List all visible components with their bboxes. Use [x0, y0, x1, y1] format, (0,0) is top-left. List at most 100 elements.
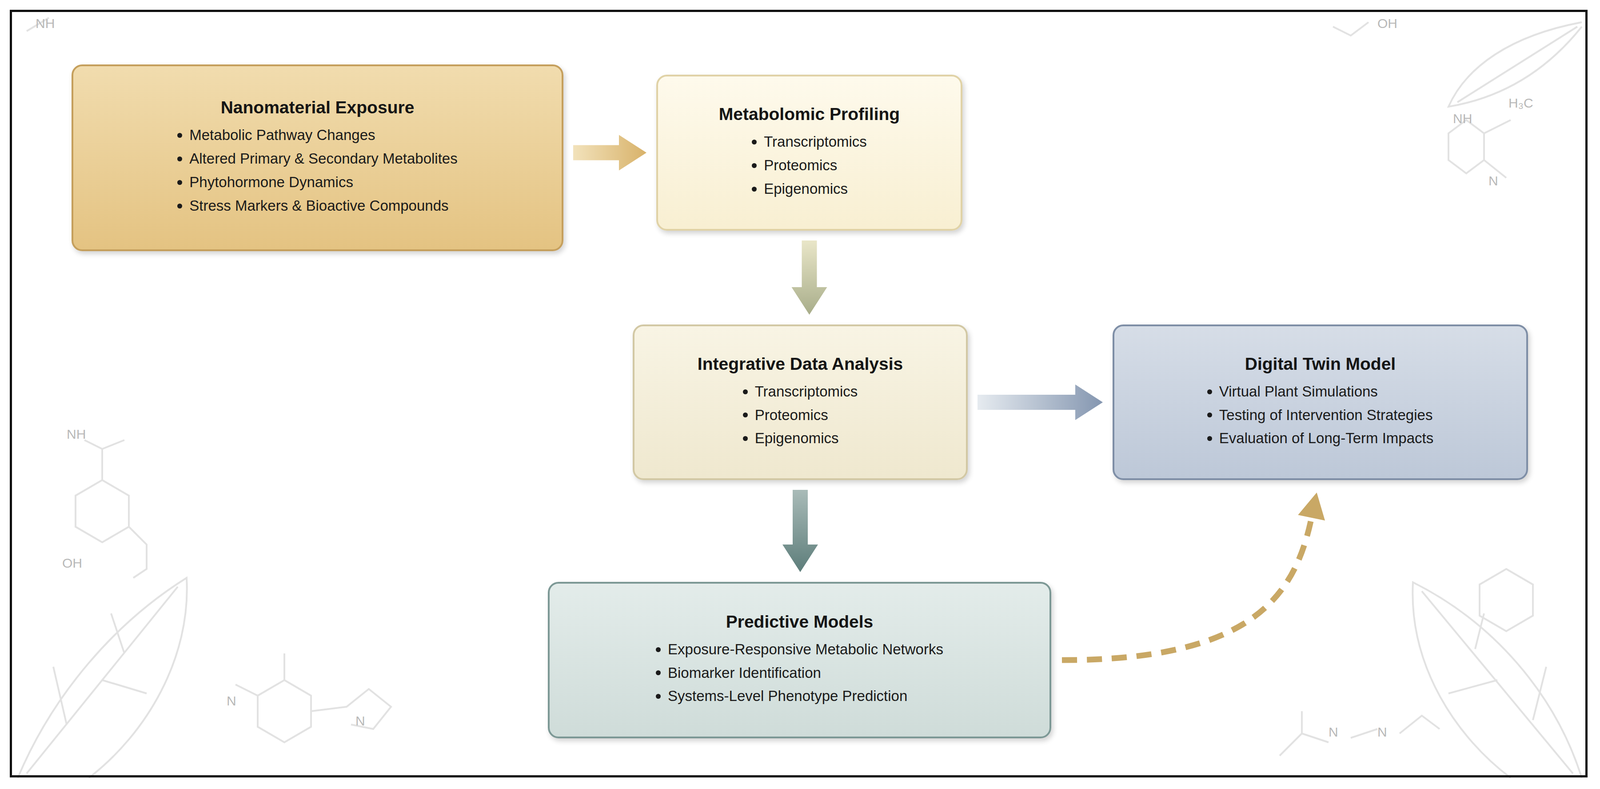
- bullet-text: Epigenomics: [754, 428, 839, 448]
- leaf-veins: [1421, 590, 1573, 774]
- flow-arrow: [791, 240, 828, 315]
- leaf-outline: [1448, 22, 1582, 107]
- bullet-row: Proteomics: [751, 155, 838, 176]
- bullet-list: Virtual Plant SimulationsTesting of Inte…: [1207, 379, 1434, 451]
- process-box: Integrative Data AnalysisTranscriptomics…: [632, 324, 968, 480]
- arrow-shape: [782, 489, 818, 572]
- molecule-bonds: [1279, 710, 1440, 756]
- bullet-text: Transcriptomics: [763, 132, 867, 152]
- bullet-dot: [177, 156, 183, 162]
- arrow-shape: [791, 240, 828, 315]
- bullet-dot: [742, 389, 748, 395]
- bullet-row: Epigenomics: [751, 179, 848, 199]
- bullet-row: Proteomics: [742, 405, 829, 425]
- arrow-shape: [977, 384, 1103, 420]
- bullet-row: Altered Primary & Secondary Metabolites: [177, 149, 458, 169]
- bullet-row: Exposure-Responsive Metabolic Networks: [655, 639, 944, 659]
- bullet-dot: [1207, 389, 1213, 395]
- bullet-text: Proteomics: [754, 405, 829, 425]
- model-box: Predictive ModelsExposure-Responsive Met…: [547, 581, 1052, 739]
- leaf-veins: [1457, 26, 1578, 103]
- watermark-label: N: [1377, 724, 1388, 740]
- bullet-text: Epigenomics: [763, 179, 848, 199]
- box-heading: Digital Twin Model: [1244, 354, 1396, 374]
- box-heading: Predictive Models: [726, 611, 874, 632]
- arrow-shape: [573, 135, 647, 171]
- bullet-dot: [177, 179, 183, 185]
- watermark-label: N: [226, 693, 237, 709]
- molecule-bonds: [235, 653, 392, 729]
- bullet-dot: [751, 139, 757, 145]
- bullet-dot: [751, 186, 757, 192]
- bullet-dot: [655, 670, 661, 675]
- bullet-text: Exposure-Responsive Metabolic Networks: [667, 639, 944, 659]
- watermark-label: OH: [62, 555, 83, 571]
- bullet-row: Transcriptomics: [751, 132, 867, 152]
- flow-arrow: [1061, 492, 1325, 660]
- bullet-dot: [177, 132, 183, 138]
- bullet-row: Stress Markers & Bioactive Compounds: [177, 196, 449, 216]
- watermark-label: N: [355, 713, 366, 729]
- molecule-bonds: [26, 17, 1369, 36]
- bullet-text: Altered Primary & Secondary Metabolites: [189, 149, 458, 169]
- watermark-label: H₃C: [1508, 95, 1534, 111]
- bullet-list: Exposure-Responsive Metabolic NetworksBi…: [655, 637, 944, 709]
- molecule-ring: [1448, 119, 1511, 178]
- bullet-text: Testing of Intervention Strategies: [1219, 405, 1433, 425]
- leaf-veins: [26, 586, 178, 774]
- bullet-dot: [1207, 435, 1213, 441]
- watermark-label: NH: [35, 15, 55, 32]
- bullet-dot: [177, 203, 183, 209]
- input-box: Nanomaterial ExposureMetabolic Pathway C…: [71, 64, 564, 252]
- bullet-text: Proteomics: [763, 155, 838, 176]
- bullet-dot: [742, 435, 748, 441]
- process-box: Metabolomic ProfilingTranscriptomicsProt…: [656, 74, 963, 231]
- bullet-text: Evaluation of Long-Term Impacts: [1219, 428, 1434, 448]
- bullet-list: TranscriptomicsProteomicsEpigenomics: [751, 130, 867, 201]
- watermark-label: NH: [66, 426, 86, 442]
- bullet-row: Metabolic Pathway Changes: [177, 125, 376, 145]
- bullet-text: Metabolic Pathway Changes: [189, 125, 376, 145]
- arrow-head: [1297, 492, 1325, 521]
- molecule-ring: [75, 479, 129, 543]
- bullet-list: Metabolic Pathway ChangesAltered Primary…: [177, 123, 458, 218]
- bullet-row: Testing of Intervention Strategies: [1207, 405, 1433, 425]
- bullet-text: Phytohormone Dynamics: [189, 172, 354, 192]
- watermark-label: N: [1488, 173, 1499, 189]
- dashed-line: [1061, 517, 1312, 660]
- bullet-row: Systems-Level Phenotype Prediction: [655, 686, 908, 706]
- bullet-text: Systems-Level Phenotype Prediction: [667, 686, 908, 706]
- bullet-row: Phytohormone Dynamics: [177, 172, 354, 192]
- bullet-text: Virtual Plant Simulations: [1219, 382, 1378, 402]
- molecule-ring: [1479, 568, 1533, 631]
- leaf-outline: [1412, 582, 1582, 778]
- bullet-row: Transcriptomics: [742, 382, 858, 402]
- box-heading: Integrative Data Analysis: [697, 354, 903, 374]
- box-heading: Metabolomic Profiling: [718, 104, 900, 124]
- flow-arrow: [782, 489, 818, 572]
- molecule-ring: [257, 679, 312, 743]
- leaf-outline: [17, 577, 188, 778]
- watermark-label: NH: [1452, 111, 1473, 127]
- bullet-dot: [751, 163, 757, 168]
- bullet-row: Biomarker Identification: [655, 663, 822, 683]
- flow-arrow: [977, 384, 1103, 420]
- flow-arrow: [573, 135, 647, 171]
- box-heading: Nanomaterial Exposure: [220, 97, 415, 118]
- molecule-bonds: [84, 439, 147, 578]
- bullet-dot: [655, 693, 661, 699]
- bullet-row: Evaluation of Long-Term Impacts: [1207, 428, 1434, 448]
- bullet-row: Epigenomics: [742, 428, 839, 448]
- bullet-text: Transcriptomics: [754, 382, 858, 402]
- watermark-label: N: [1328, 724, 1339, 740]
- bullet-dot: [742, 412, 748, 418]
- bullet-text: Biomarker Identification: [667, 663, 822, 683]
- watermark-label: OH: [1377, 15, 1398, 32]
- bullet-dot: [1207, 412, 1213, 418]
- output-box: Digital Twin ModelVirtual Plant Simulati…: [1112, 324, 1529, 480]
- bullet-text: Stress Markers & Bioactive Compounds: [189, 196, 449, 216]
- bullet-row: Virtual Plant Simulations: [1207, 382, 1378, 402]
- bullet-dot: [655, 646, 661, 652]
- bullet-list: TranscriptomicsProteomicsEpigenomics: [742, 379, 858, 451]
